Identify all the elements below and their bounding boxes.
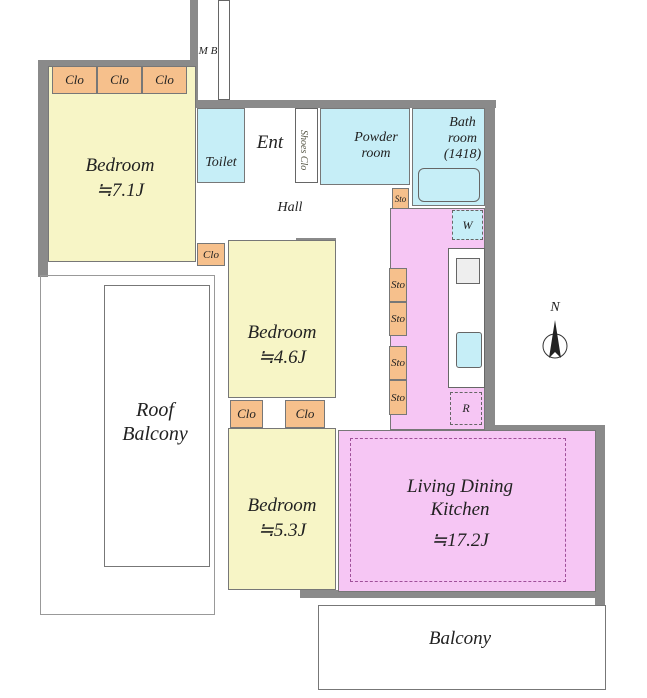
storage: Sto <box>389 302 407 336</box>
wall <box>190 0 198 108</box>
bathroom <box>412 108 485 206</box>
room-size: ≒7.1J <box>95 180 145 201</box>
closet: Clo <box>197 243 225 266</box>
ldk-label: Living Dining Kitchen <box>406 476 514 520</box>
wall <box>485 425 603 433</box>
entrance-label: Ent <box>256 132 284 153</box>
closet: Clo <box>285 400 325 428</box>
wall <box>485 100 495 430</box>
room-size: ≒5.3J <box>257 520 307 541</box>
balcony-outline <box>318 605 606 690</box>
wall <box>300 590 605 598</box>
stove-icon <box>456 258 480 284</box>
toilet-label: Toilet <box>205 155 237 170</box>
shoes-closet-label: Shoes Clo <box>298 130 309 171</box>
closet: Clo <box>142 66 187 94</box>
mb-label: M B <box>198 45 218 57</box>
room-name: Bedroom <box>247 495 317 516</box>
hall-label: Hall <box>277 200 303 215</box>
bedroom-5-3 <box>228 428 336 590</box>
bathroom-label: Bath room (1418) <box>443 115 482 163</box>
balcony-label: Balcony <box>428 628 492 649</box>
wall <box>196 100 496 108</box>
closet: Clo <box>230 400 263 428</box>
roof-balcony-outline <box>40 275 215 615</box>
washer-space: W <box>452 210 483 240</box>
mb-shaft <box>218 0 230 100</box>
powder-room <box>320 108 410 185</box>
storage: Sto <box>392 188 409 210</box>
bedroom-7-1 <box>48 66 196 262</box>
storage: Sto <box>389 380 407 415</box>
ldk-size: ≒17.2J <box>431 530 489 551</box>
ldk-area-outline <box>350 438 566 582</box>
wall <box>38 60 198 66</box>
closet: Clo <box>97 66 142 94</box>
room-name: Bedroom <box>247 322 317 343</box>
bedroom-4-6 <box>228 240 336 398</box>
shoes-closet <box>295 108 318 183</box>
compass-icon <box>535 318 575 368</box>
living-dining-kitchen <box>338 430 596 592</box>
wall <box>38 62 48 277</box>
bathtub <box>418 168 480 202</box>
roof-balcony-inner <box>104 285 210 567</box>
roof-balcony-label: Roof Balcony <box>122 399 188 445</box>
closet: Clo <box>52 66 97 94</box>
refrigerator-space: R <box>450 392 482 425</box>
storage: Sto <box>389 268 407 302</box>
powder-room-label: Powder room <box>354 130 398 162</box>
storage: Sto <box>389 346 407 380</box>
room-size: ≒4.6J <box>257 347 307 368</box>
sink-icon <box>456 332 482 368</box>
room-name: Bedroom <box>85 155 155 176</box>
wall <box>595 425 605 605</box>
toilet <box>197 108 245 183</box>
compass-north-label: N <box>550 300 560 315</box>
